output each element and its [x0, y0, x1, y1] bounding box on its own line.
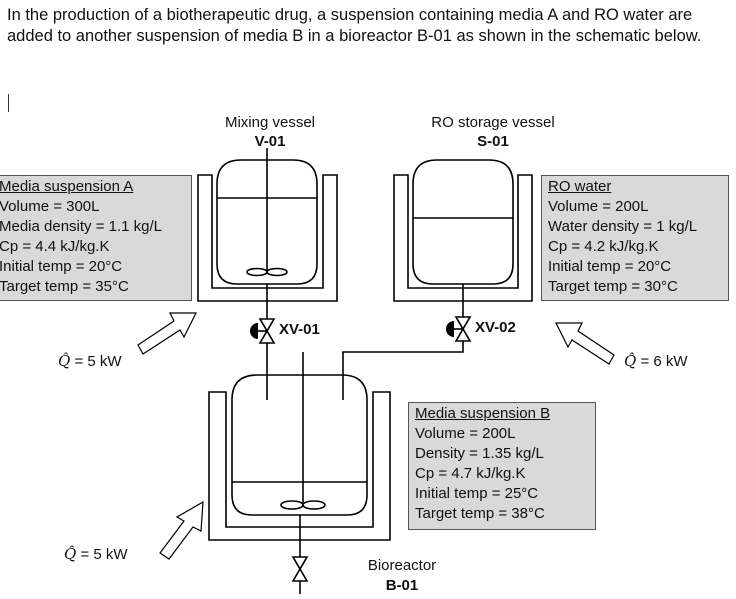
q-symbol: Q̂: [58, 352, 71, 370]
valve-bottom: [291, 556, 309, 582]
bioreactor-tag: B-01: [385, 577, 419, 594]
intro-text: In the production of a biotherapeutic dr…: [7, 6, 702, 45]
valve-xv02-tag: XV-02: [475, 319, 516, 336]
v01-body: [216, 159, 318, 285]
ro-water-heading: RO water: [548, 178, 612, 195]
media-b-line: Volume = 200L: [415, 425, 516, 442]
v01-impeller-right: [266, 267, 288, 277]
b01-jacket: [208, 391, 391, 541]
media-b-heading: Media suspension B: [415, 405, 551, 422]
media-b-line: Density = 1.35 kg/L: [415, 445, 544, 462]
b01-body: [231, 374, 368, 516]
heat-duty-ro: Q̂ = 6 kW: [624, 352, 688, 370]
v01-jacket: [197, 174, 338, 302]
s01-jacket: [393, 174, 533, 302]
media-b-line: Target temp = 38°C: [415, 505, 545, 522]
media-a-line: Volume = 300L: [0, 198, 100, 215]
mixing-vessel-tag: V-01: [254, 133, 286, 150]
ro-water-line: Volume = 200L: [548, 198, 649, 215]
media-a-heading: Media suspension A: [0, 178, 134, 195]
media-b-line: Initial temp = 25°C: [415, 485, 539, 502]
heat-duty-b: Q̂ = 5 kW: [64, 545, 128, 563]
media-a-line: Media density = 1.1 kg/L: [0, 218, 163, 235]
ro-water-line: Cp = 4.2 kJ/kg.K: [548, 238, 659, 255]
v01-impeller-left: [246, 267, 268, 277]
ro-water-line: Water density = 1 kg/L: [548, 218, 698, 235]
media-a-line: Cp = 4.4 kJ/kg.K: [0, 238, 110, 255]
valve-xv02: [446, 316, 472, 342]
heat-duty-ro-value: = 6 kW: [636, 353, 688, 370]
ro-water-box: RO water Volume = 200L Water density = 1…: [541, 175, 729, 301]
heat-duty-b-value: = 5 kW: [76, 546, 128, 563]
q-symbol: Q̂: [624, 352, 637, 370]
s01-body: [412, 159, 514, 285]
b01-impeller-left: [280, 500, 304, 510]
media-a-box: Media suspension A Volume = 300L Media d…: [0, 175, 192, 301]
media-b-line: Cp = 4.7 kJ/kg.K: [415, 465, 526, 482]
mixing-vessel-label: Mixing vessel: [224, 114, 316, 131]
ro-water-line: Target temp = 30°C: [548, 278, 678, 295]
bioreactor-label: Bioreactor: [367, 557, 437, 574]
media-a-line: Initial temp = 20°C: [0, 258, 123, 275]
media-b-box: Media suspension B Volume = 200L Density…: [408, 402, 596, 530]
q-symbol: Q̂: [64, 545, 77, 563]
q-arrow-ro: [555, 322, 615, 365]
heat-duty-a: Q̂ = 5 kW: [58, 352, 122, 370]
valve-xv01-tag: XV-01: [279, 321, 320, 338]
heat-duty-a-value: = 5 kW: [70, 353, 122, 370]
text-cursor: [8, 94, 9, 112]
q-arrow-a: [137, 312, 197, 355]
ro-vessel-tag: S-01: [477, 133, 509, 150]
media-a-line: Target temp = 35°C: [0, 278, 129, 295]
valve-xv01: [250, 318, 276, 344]
b01-impeller-right: [302, 500, 326, 510]
q-arrow-b: [159, 500, 204, 560]
ro-water-line: Initial temp = 20°C: [548, 258, 672, 275]
ro-vessel-label: RO storage vessel: [431, 114, 555, 131]
